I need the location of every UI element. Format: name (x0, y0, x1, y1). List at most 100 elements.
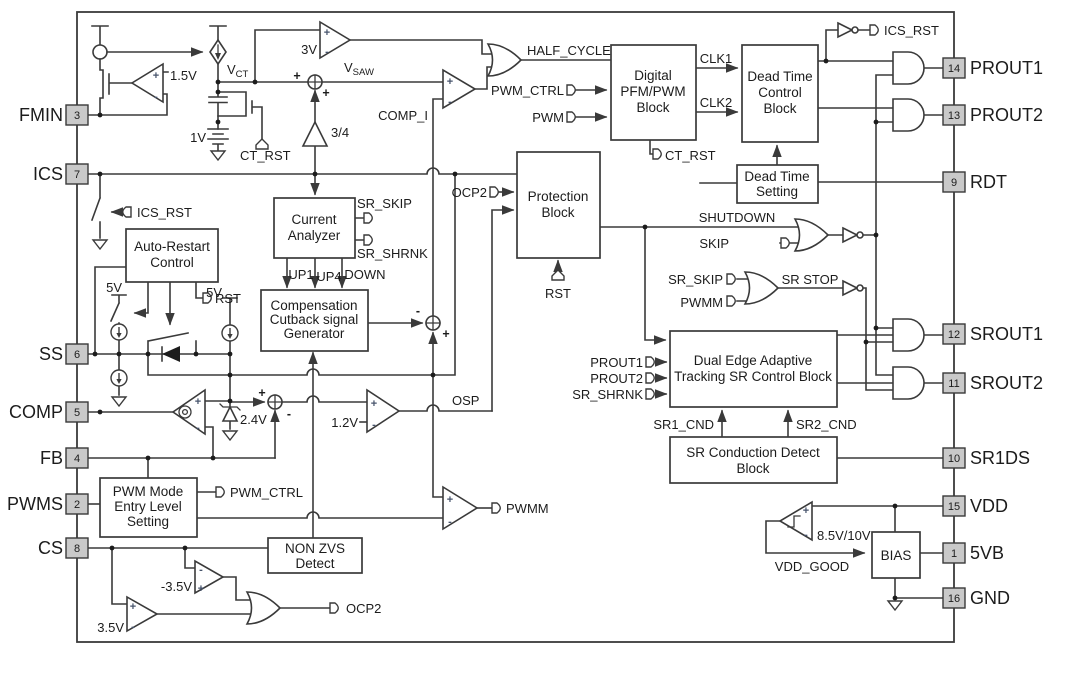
signal-flag-icon (780, 237, 790, 249)
label-rst-autorestart: RST (215, 291, 241, 306)
svg-text:-: - (196, 422, 200, 434)
svg-text:3: 3 (74, 110, 80, 122)
or-gate-sr-stop (743, 271, 780, 305)
signal-flag-icon (489, 186, 499, 198)
comparator-neg3v5-icon (194, 559, 225, 595)
comparator-3v5-icon (126, 595, 159, 633)
svg-text:NON ZVS: NON ZVS (285, 541, 345, 556)
comparator-comp-i-icon (442, 68, 477, 110)
svg-text:FB: FB (40, 448, 63, 468)
svg-text:+: + (442, 327, 449, 341)
error-amp-icon (171, 388, 206, 436)
svg-text:Cutback signal: Cutback signal (270, 312, 359, 327)
svg-text:9: 9 (951, 177, 957, 189)
signal-flag-icon (726, 295, 736, 307)
signal-flag-icon (329, 602, 339, 614)
label-osp: OSP (452, 393, 479, 408)
blocks: Digital PFM/PWM Block Dead Time Control … (99, 44, 921, 579)
svg-text:Digital: Digital (634, 68, 672, 83)
and-gate-prout2 (892, 98, 925, 132)
svg-text:15: 15 (948, 501, 960, 513)
label-pwmm-out: PWMM (506, 501, 549, 516)
label-ct-rst-2: CT_RST (665, 148, 716, 163)
svg-text:13: 13 (948, 110, 960, 122)
svg-text:8: 8 (74, 543, 80, 555)
ground-icon (92, 239, 108, 250)
svg-text:11: 11 (948, 378, 959, 390)
svg-text:Block: Block (541, 205, 574, 220)
comparator-pwmm-icon (442, 485, 479, 531)
signal-flag-icon (215, 486, 225, 498)
signal-flag-icon (566, 84, 576, 96)
label-ct-rst: CT_RST (240, 148, 291, 163)
ground-icon (210, 150, 226, 161)
signal-flag-icon (122, 206, 132, 218)
label-sr-shrnk-out: SR_SHRNK (357, 246, 428, 261)
svg-text:SROUT1: SROUT1 (970, 324, 1043, 344)
label-up4: UP4 (316, 269, 341, 284)
signal-flag-icon (645, 388, 655, 400)
label-vdd-good: VDD_GOOD (775, 559, 849, 574)
svg-text:-: - (448, 516, 452, 528)
svg-text:BIAS: BIAS (881, 548, 912, 563)
svg-text:+: + (198, 583, 204, 595)
pin-srout1: 12 SROUT1 (942, 323, 1043, 345)
block-auto-restart: Auto-Restart Control (125, 228, 219, 283)
svg-text:PWM Mode: PWM Mode (113, 484, 184, 499)
svg-text:6: 6 (74, 349, 80, 361)
label-shutdown: SHUTDOWN (699, 210, 776, 225)
svg-text:-: - (416, 304, 420, 318)
svg-text:16: 16 (948, 593, 960, 605)
block-dead-time-control: Dead Time Control Block (741, 44, 819, 143)
svg-text:-: - (287, 407, 291, 421)
svg-text:Dead Time: Dead Time (744, 169, 809, 184)
signal-flag-icon (726, 273, 736, 285)
block-compensation-cutback: Compensation Cutback signal Generator (260, 289, 369, 352)
and-gate-srout2 (892, 366, 925, 400)
or-gate-ocp2 (245, 591, 282, 625)
label-1v: 1V (190, 130, 206, 145)
svg-text:ICS: ICS (33, 164, 63, 184)
svg-text:12: 12 (948, 329, 960, 341)
summing-junction-vsaw (307, 74, 323, 90)
svg-text:+: + (371, 398, 377, 410)
svg-text:14: 14 (948, 63, 960, 75)
svg-text:RDT: RDT (970, 172, 1007, 192)
svg-text:Analyzer: Analyzer (288, 228, 341, 243)
label-half-cycle: HALF_CYCLE (527, 43, 611, 58)
block-pwm-mode: PWM Mode Entry Level Setting (99, 477, 198, 538)
label-sr-shrnk-sig: SR_SHRNK (572, 387, 643, 402)
label-vdd-threshold: 8.5V/10V (817, 528, 871, 543)
block-sr-conduction: SR Conduction Detect Block (669, 436, 838, 484)
signal-flag-icon (652, 148, 662, 160)
block-bias: BIAS (871, 531, 921, 579)
svg-text:+: + (447, 494, 453, 506)
svg-text:4: 4 (74, 453, 80, 465)
signal-flag-icon (491, 502, 501, 514)
block-digital-pfm-pwm: Digital PFM/PWM Block (610, 44, 697, 141)
label-vct: VCT (227, 62, 249, 80)
label-clk2: CLK2 (700, 95, 733, 110)
label-ocp2-out: OCP2 (346, 601, 381, 616)
svg-text:-: - (131, 621, 135, 633)
svg-text:Auto-Restart: Auto-Restart (134, 239, 210, 254)
svg-text:1: 1 (951, 548, 957, 560)
svg-text:Setting: Setting (756, 184, 798, 199)
comparator-1v5-icon (130, 62, 164, 104)
svg-text:Control: Control (758, 85, 802, 100)
block-current-analyzer: Current Analyzer (273, 197, 356, 259)
svg-text:PROUT1: PROUT1 (970, 58, 1043, 78)
block-dead-time-setting: Dead Time Setting (736, 164, 819, 204)
summing-junction-comp (267, 394, 283, 410)
svg-text:Compensation: Compensation (270, 298, 357, 313)
svg-text:-: - (325, 46, 329, 58)
label-clk1: CLK1 (700, 51, 733, 66)
signal-flag-icon (645, 356, 655, 368)
current-source-icon (110, 369, 128, 387)
label-up1: UP1 (288, 267, 313, 282)
